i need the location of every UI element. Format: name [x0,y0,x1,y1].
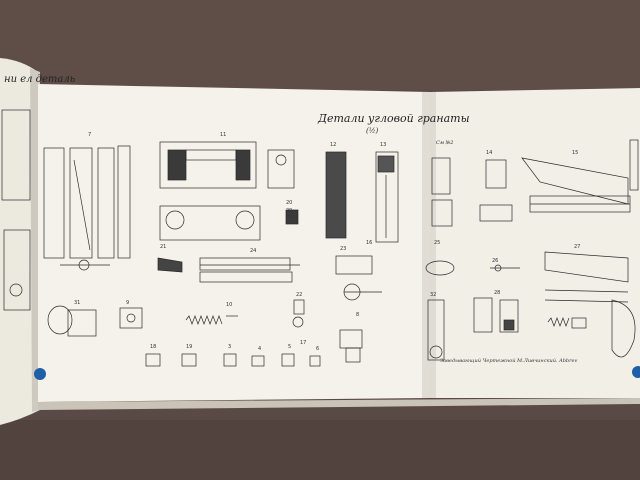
part-number: 23 [340,246,347,252]
part-number: 27 [574,244,581,250]
part-number: 12 [330,142,337,148]
part-number: 28 [494,290,501,296]
part-number: 9 [126,300,130,306]
part-number: 3 [228,344,232,350]
book-right-page [430,88,640,398]
part-number: 8 [356,312,360,318]
part-number: 32 [430,292,437,298]
part-number: 13 [380,142,387,148]
left-page-heading-fragment: ни ел деталь [4,74,76,85]
sheet-title: Детали угловой гранаты [318,112,470,125]
part-number: 10 [226,302,233,308]
part-number: 14 [486,150,493,156]
technical-drawings [1,109,639,367]
part-number: 4 [258,346,262,352]
part-number: 11 [220,132,227,138]
part-number: 22 [296,292,303,298]
part-number: 21 [160,244,167,250]
part-number: 25 [434,240,441,246]
blue-page-marker-right [632,366,640,378]
part-number: 17 [300,340,307,346]
book-spine [422,92,436,398]
part-number: 24 [250,248,257,254]
part-number: 18 [150,344,157,350]
part-number: 6 [316,346,320,352]
draftsman-signature: Заведывающий Чертежной М.Ливчинский. Abb… [440,358,578,364]
part-number: 16 [366,240,373,246]
part-number: 29 [286,208,293,214]
part-number: 19 [186,344,193,350]
sheet-label: См №2 [436,140,454,146]
sheet-scale: (½) [366,127,379,135]
part-number: 31 [74,300,81,306]
part-number: 15 [572,150,579,156]
part-number: 20 [286,200,293,206]
part-number: 5 [288,344,292,350]
part-number: 7 [88,132,92,138]
part-number: 26 [492,258,499,264]
blue-page-marker [34,368,46,380]
